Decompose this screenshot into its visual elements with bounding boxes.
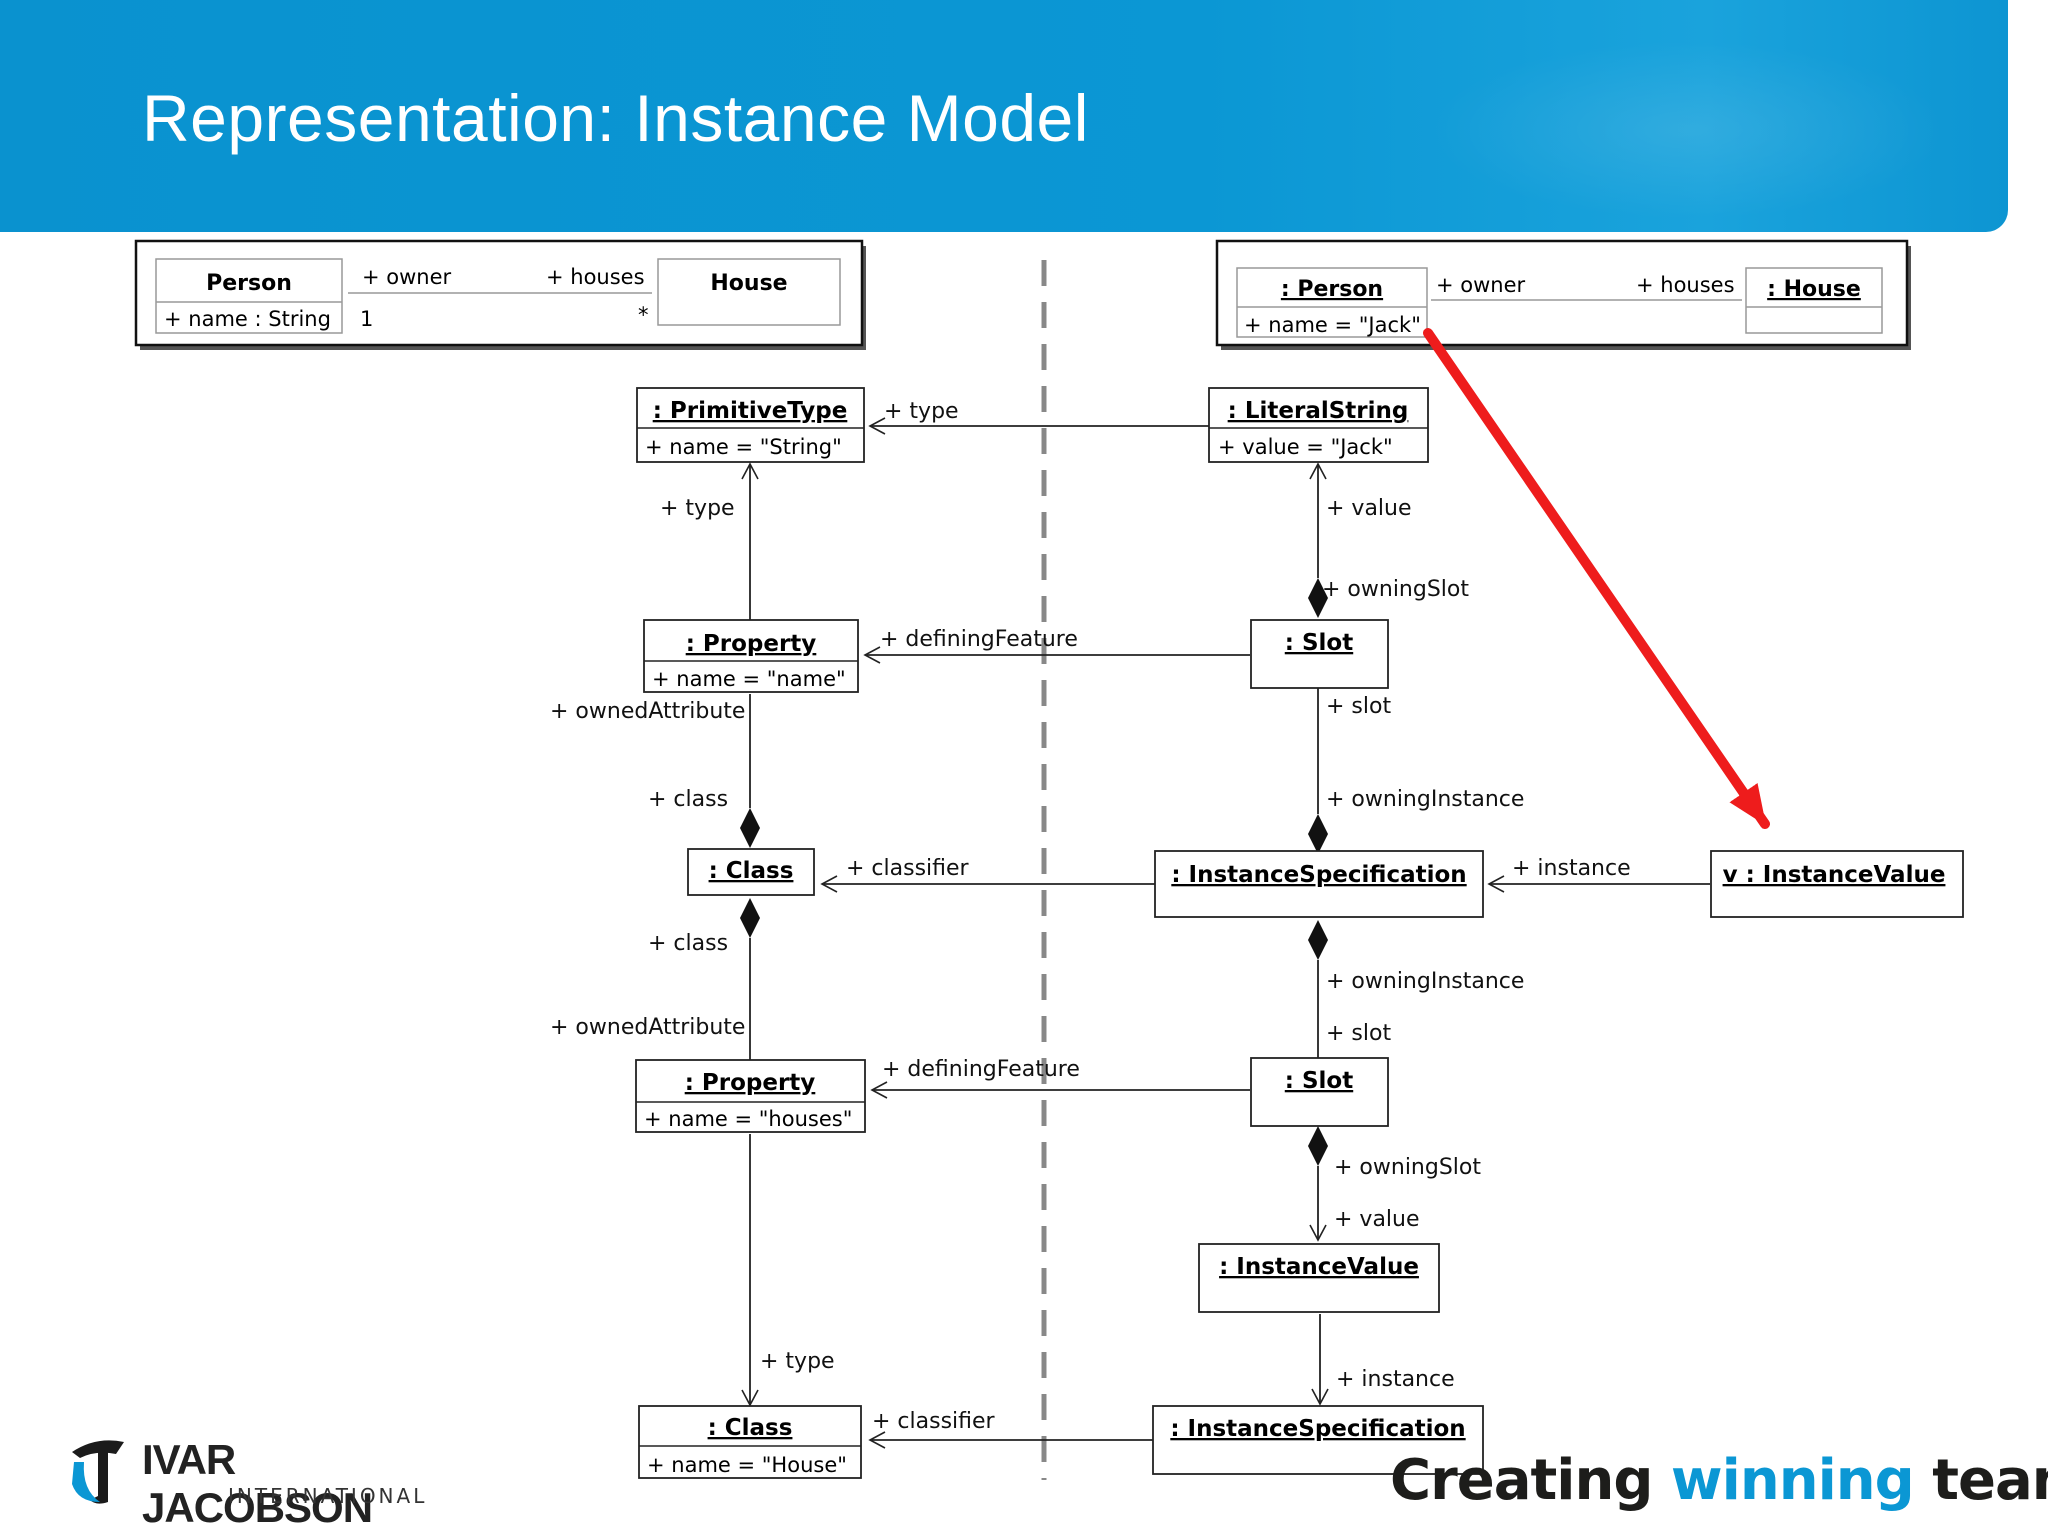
literal-string-node: : LiteralString + value = "Jack": [1208, 387, 1429, 463]
node-name: : InstanceSpecification: [1171, 862, 1466, 888]
role-label: + type: [660, 496, 735, 521]
node-attr: + name = "String": [645, 435, 842, 459]
houses-multiplicity: *: [638, 303, 649, 327]
company-logo: IVAR JACOBSON INTERNATIONAL: [66, 1430, 436, 1531]
header-gloss: [1428, 40, 1948, 220]
slide-header: Representation: Instance Model: [0, 0, 2008, 232]
red-highlight-arrow: [1423, 328, 1770, 829]
role-label: + owningInstance: [1326, 787, 1524, 812]
node-name: : Property: [686, 631, 817, 657]
role-label: + definingFeature: [880, 627, 1078, 652]
role-label: + slot: [1326, 694, 1391, 719]
role-labels: + type + type + value + owningSlot + def…: [550, 399, 1631, 1434]
object-model-panel: : Person + name = "Jack" : House + owner…: [1215, 239, 1911, 350]
person-class-box: [155, 258, 343, 334]
slot-node: : Slot: [1250, 619, 1389, 689]
tagline-part-2: teams.: [1932, 1448, 2048, 1513]
diamond: [1308, 578, 1328, 618]
tagline-part-1: Creating: [1390, 1448, 1671, 1513]
role-label: + type: [760, 1349, 835, 1374]
instance-specification-node: : InstanceSpecification: [1152, 1405, 1484, 1475]
person-class-name: Person: [206, 271, 292, 296]
diamond: [740, 808, 760, 848]
node-attr: + name = "houses": [644, 1107, 852, 1131]
instance-value-node: : InstanceValue: [1198, 1243, 1440, 1313]
node-name: : InstanceValue: [1219, 1254, 1419, 1280]
person-object-box: [1236, 267, 1428, 338]
logo-mark-icon: [72, 1440, 124, 1504]
house-class-box: [657, 258, 841, 326]
role-label: + ownedAttribute: [550, 1015, 745, 1040]
owner-role: + owner: [1436, 273, 1526, 297]
tagline: Creating winning teams.: [1390, 1448, 2048, 1513]
house-class-name: House: [710, 271, 787, 296]
logo-line-1: IVAR JACOBSON: [142, 1436, 373, 1531]
houses-role: + houses: [1636, 273, 1735, 297]
house-object-name: : House: [1767, 277, 1861, 302]
instance-specification-node: : InstanceSpecification: [1154, 850, 1484, 918]
slide-title: Representation: Instance Model: [142, 81, 1089, 155]
nodes: : PrimitiveType + name = "String" : Lite…: [635, 387, 1964, 1479]
owner-role: + owner: [362, 265, 452, 289]
diamond: [1308, 920, 1328, 960]
node-attr: + name = "House": [647, 1453, 847, 1477]
node-name: : InstanceSpecification: [1170, 1416, 1465, 1442]
property-houses-node: : Property + name = "houses": [635, 1059, 866, 1133]
slot-node: : Slot: [1250, 1057, 1389, 1127]
node-name: : Class: [708, 1415, 793, 1441]
node-name: : Class: [709, 858, 794, 884]
person-object-name: : Person: [1281, 277, 1383, 302]
role-label: + type: [884, 399, 959, 424]
role-label: + instance: [1512, 856, 1631, 881]
primitive-type-node: : PrimitiveType + name = "String": [636, 387, 865, 463]
house-object-box: [1745, 267, 1883, 334]
role-label: + ownedAttribute: [550, 699, 745, 724]
class-node: : Class: [687, 848, 815, 896]
role-label: + owningSlot: [1322, 577, 1469, 602]
role-label: + value: [1334, 1207, 1420, 1232]
role-label: + value: [1326, 496, 1412, 521]
role-label: + class: [648, 787, 728, 812]
person-class-attr: + name : String: [164, 307, 331, 331]
owner-multiplicity: 1: [360, 307, 373, 331]
role-label: + classifier: [846, 856, 970, 881]
node-name: v : InstanceValue: [1723, 862, 1946, 888]
class-house-node: : Class + name = "House": [638, 1405, 862, 1479]
role-label: + instance: [1336, 1367, 1455, 1392]
node-name: : Slot: [1285, 630, 1353, 656]
role-label: + definingFeature: [882, 1057, 1080, 1082]
node-name: : Slot: [1285, 1068, 1353, 1094]
role-label: + owningSlot: [1334, 1155, 1481, 1180]
role-label: + classifier: [872, 1409, 996, 1434]
diamond: [740, 898, 760, 938]
tagline-highlight: winning: [1670, 1448, 1915, 1513]
property-name-node: : Property + name = "name": [643, 619, 859, 693]
node-name: : PrimitiveType: [653, 398, 848, 424]
node-attr: + name = "name": [652, 667, 846, 691]
houses-role: + houses: [546, 265, 645, 289]
logo-line-2: INTERNATIONAL: [228, 1484, 428, 1508]
node-name: : Property: [685, 1070, 816, 1096]
person-object-attr: + name = "Jack": [1244, 313, 1421, 337]
node-name: : LiteralString: [1228, 398, 1409, 424]
diamond: [1308, 814, 1328, 854]
connectors: [741, 417, 1710, 1449]
role-label: + owningInstance: [1326, 969, 1524, 994]
diamond: [1308, 1126, 1328, 1166]
role-label: + slot: [1326, 1021, 1391, 1046]
role-label: + class: [648, 931, 728, 956]
node-attr: + value = "Jack": [1218, 435, 1393, 459]
class-model-panel: Person + name : String House + owner + h…: [134, 239, 866, 350]
v-instance-value-node: v : InstanceValue: [1710, 850, 1964, 918]
composition-diamonds: [740, 578, 1328, 1166]
